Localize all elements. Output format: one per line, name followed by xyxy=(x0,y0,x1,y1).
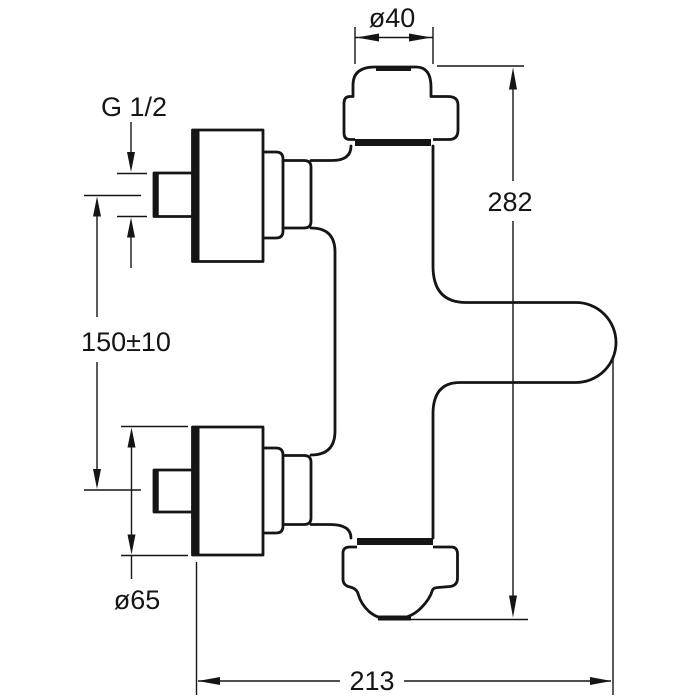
lower-handle-step1 xyxy=(261,446,285,535)
label-top-diameter: ø40 xyxy=(369,3,416,33)
arrowhead-right-icon xyxy=(409,33,432,42)
arrowhead-up-icon xyxy=(93,196,101,217)
lower-handle xyxy=(152,425,313,557)
label-handle-diameter: ø65 xyxy=(114,585,161,615)
arrowhead-up-icon xyxy=(127,217,135,238)
faucet-body xyxy=(309,144,618,540)
top-outlet-cap xyxy=(342,65,460,146)
dimension-thread-size: G 1/2 xyxy=(101,92,167,268)
arrowhead-down-icon xyxy=(127,152,135,172)
body-left-lower xyxy=(309,523,353,540)
upper-handle-stem xyxy=(152,171,194,218)
arrowhead-up-icon xyxy=(127,427,136,448)
label-thread-size: G 1/2 xyxy=(101,92,167,122)
body-left-upper xyxy=(309,144,353,162)
label-overall-height: 282 xyxy=(487,187,532,217)
arrowhead-down-icon xyxy=(93,469,101,489)
arrowhead-right-icon xyxy=(590,677,612,685)
arrowhead-down-icon xyxy=(127,534,136,555)
upper-handle-step1 xyxy=(261,150,285,240)
extension-line xyxy=(354,27,434,64)
lower-handle-step2 xyxy=(281,454,313,526)
upper-handle-step2 xyxy=(281,159,313,230)
dimension-top-diameter: ø40 xyxy=(354,3,434,64)
dimension-connection-spacing: 150±10 xyxy=(81,194,171,491)
bottom-cap-outline xyxy=(341,545,459,620)
dimension-overall-height: 282 xyxy=(410,65,533,621)
lower-handle-stem xyxy=(152,468,194,514)
upper-handle xyxy=(152,128,313,263)
arrowhead-down-icon xyxy=(509,595,517,618)
label-connection-spacing: 150±10 xyxy=(81,327,171,357)
body-neck xyxy=(309,226,337,457)
top-cap-outline xyxy=(342,65,460,141)
lower-handle-body xyxy=(191,425,265,557)
dimension-overall-depth: 213 xyxy=(195,356,614,696)
arrowhead-up-icon xyxy=(509,67,517,90)
body-right-profile xyxy=(431,144,618,540)
bottom-outlet-cap xyxy=(341,538,459,621)
dimension-handle-diameter: ø65 xyxy=(114,425,188,615)
label-overall-depth: 213 xyxy=(349,666,394,696)
upper-handle-body xyxy=(191,128,265,263)
arrowhead-left-icon xyxy=(356,33,379,42)
